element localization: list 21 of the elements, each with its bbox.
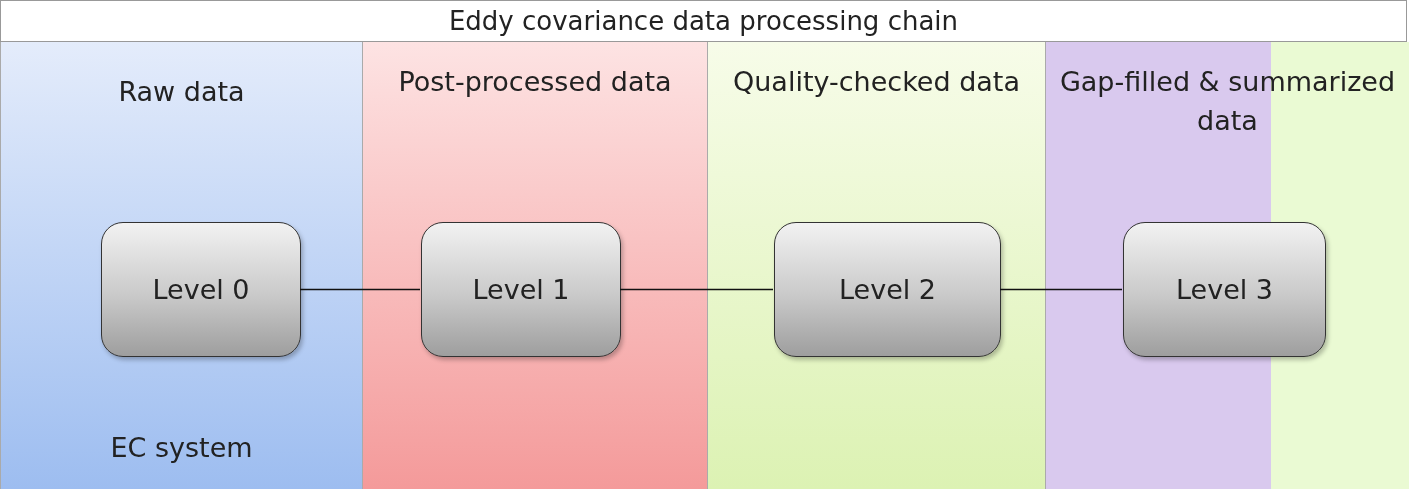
- level-label: Level 1: [472, 274, 570, 305]
- title-bar: Eddy covariance data processing chain: [0, 0, 1407, 42]
- connector-line: [619, 288, 774, 291]
- connector-line: [999, 288, 1123, 291]
- connector-line: [299, 288, 421, 291]
- stage-column: [707, 42, 1045, 489]
- column-heading: Gap-filled & summarized data: [1058, 65, 1397, 139]
- level-label: Level 3: [1176, 274, 1273, 305]
- column-heading: Post-processed data: [397, 65, 673, 99]
- level-label: Level 2: [839, 274, 936, 305]
- level-box: [101, 222, 301, 357]
- column-heading: Quality-checked data: [732, 65, 1021, 99]
- stage-column: [362, 42, 707, 489]
- level-box: [774, 222, 1001, 357]
- column-heading: Raw data: [117, 75, 246, 109]
- level-box: [421, 222, 621, 357]
- column-note: EC system: [109, 430, 254, 465]
- stage-column: [1045, 42, 1409, 489]
- stage-column: [0, 42, 362, 489]
- level-label: Level 0: [152, 274, 250, 305]
- level-box: [1123, 222, 1326, 357]
